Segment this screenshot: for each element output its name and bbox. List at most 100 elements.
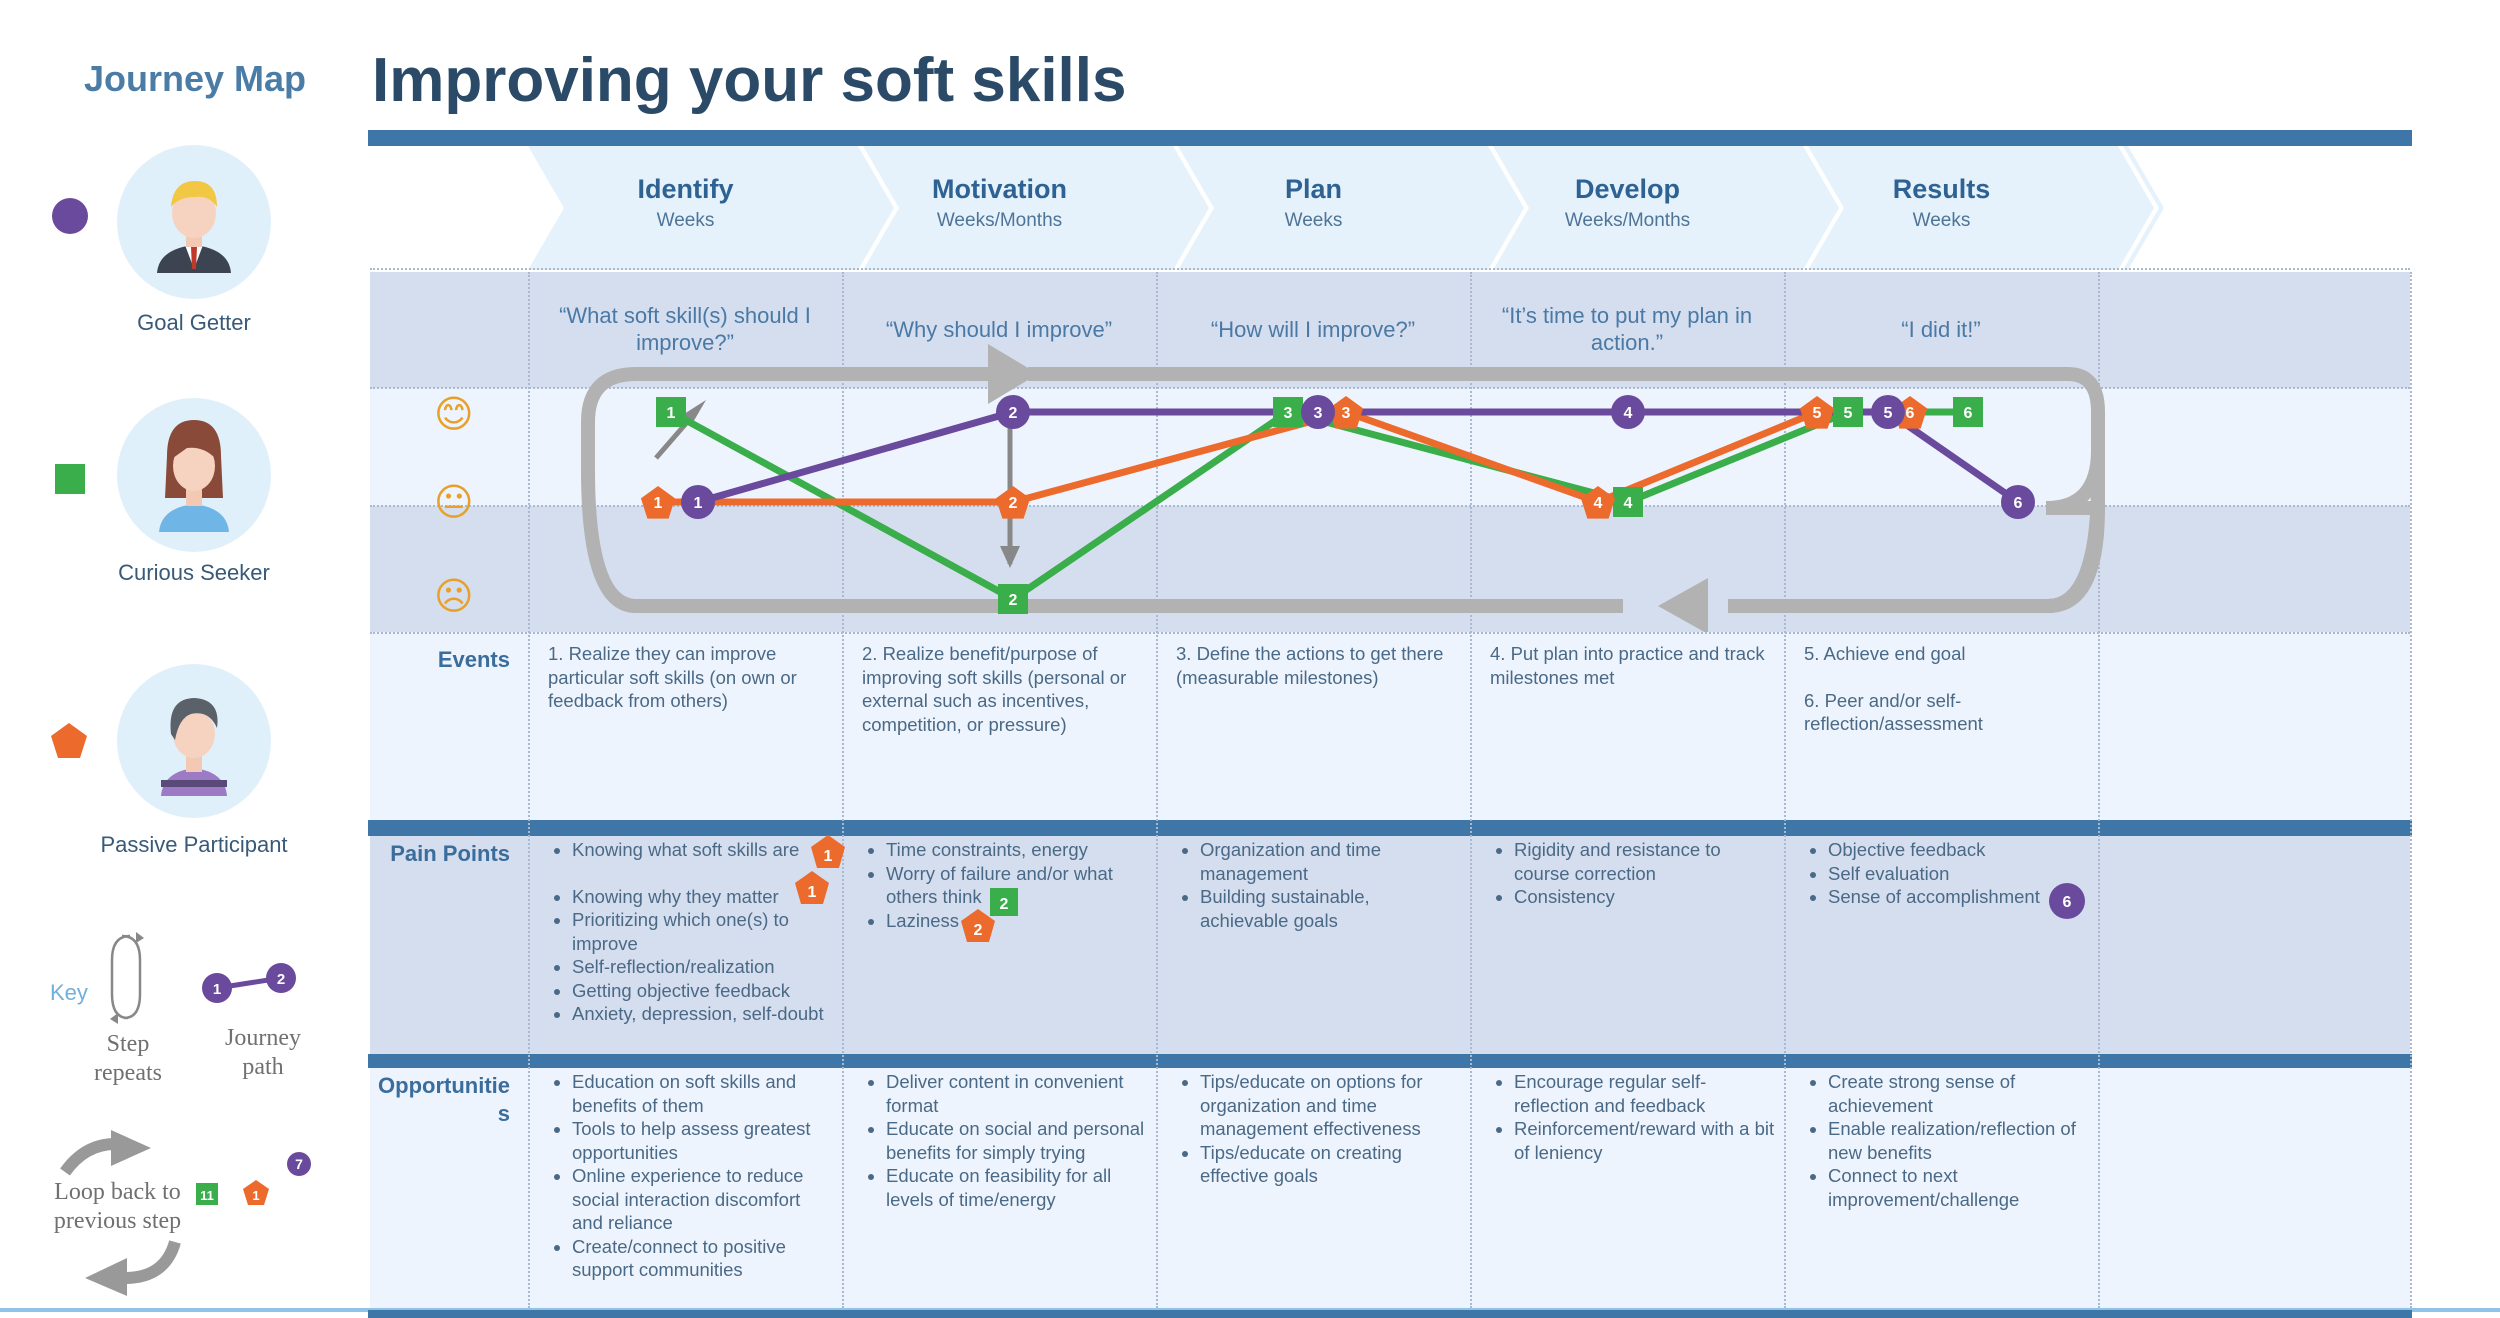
opportunity-item: Deliver content in convenient format bbox=[886, 1070, 1147, 1117]
header-divider bbox=[368, 130, 2412, 146]
goal-getter-label: Goal Getter bbox=[137, 310, 251, 335]
pain-item: Time constraints, energy bbox=[886, 838, 1147, 862]
woman-icon bbox=[159, 420, 229, 532]
grid-col-line bbox=[1470, 272, 1472, 1308]
curious-seeker-step-label: 4 bbox=[1624, 495, 1633, 512]
curious-seeker-step-label: 2 bbox=[1009, 592, 1018, 609]
opportunities-row-label: Opportunities bbox=[378, 1073, 510, 1126]
event-text: 3. Define the actions to get there (meas… bbox=[1176, 643, 1444, 688]
phase-identify-title: Identify bbox=[637, 174, 734, 204]
pain-cell-develop: Rigidity and resistance to course correc… bbox=[1490, 838, 1775, 909]
grid-col-line bbox=[2410, 272, 2412, 1308]
pain-cell-motivation: Time constraints, energy Worry of failur… bbox=[862, 838, 1147, 932]
goal-getter-step-label: 5 bbox=[1884, 405, 1893, 422]
opportunity-item: Create strong sense of achievement bbox=[1828, 1070, 2089, 1117]
key-node-1: 1 bbox=[213, 981, 221, 998]
goal-getter-step-3 bbox=[1301, 395, 1335, 429]
event-cell-identify: 1. Realize they can improve particular s… bbox=[548, 642, 833, 713]
goal-getter-step-label: 6 bbox=[2014, 495, 2023, 512]
pain-points-divider bbox=[368, 820, 2412, 836]
phase-motivation-title: Motivation bbox=[932, 174, 1067, 204]
curious-seeker-step-label: 1 bbox=[667, 405, 676, 422]
pain-badge-number: 2 bbox=[1000, 896, 1009, 913]
pain-item: Self-reflection/realization bbox=[572, 955, 833, 979]
phase-plan-duration: Weeks bbox=[1284, 210, 1343, 231]
pain-badge-passive-1: 1 bbox=[811, 835, 845, 868]
curious-seeker-avatar bbox=[117, 398, 271, 552]
loop-badge-11: 11 bbox=[200, 1188, 214, 1203]
goal-getter-step-label: 2 bbox=[1009, 405, 1018, 422]
quote-identify: “What soft skill(s) should I improve?” bbox=[559, 303, 811, 355]
businessman-icon bbox=[157, 181, 231, 273]
opportunity-cell-develop: Encourage regular self-reflection and fe… bbox=[1490, 1070, 1775, 1164]
person-icon bbox=[161, 698, 227, 796]
pain-item: Self evaluation bbox=[1828, 862, 2089, 886]
quote-motivation: “Why should I improve” bbox=[885, 317, 1113, 342]
phase-develop-title: Develop bbox=[1574, 174, 1681, 204]
phase-results-duration: Weeks bbox=[1912, 210, 1971, 231]
pain-cell-plan: Organization and time management Buildin… bbox=[1176, 838, 1461, 932]
goal-getter-step-2 bbox=[996, 395, 1030, 429]
opportunity-item: Connect to next improvement/challenge bbox=[1828, 1164, 2089, 1211]
passive-participant-marker-icon bbox=[51, 723, 87, 758]
grid-col-line bbox=[1156, 272, 1158, 1308]
phase-motivation-duration: Weeks/Months bbox=[936, 210, 1063, 231]
passive-participant-step-4 bbox=[1580, 486, 1616, 519]
pain-item: Prioritizing which one(s) to improve bbox=[572, 908, 833, 955]
quote-plan: “How will I improve?” bbox=[1210, 317, 1416, 342]
curious-seeker-step-2 bbox=[998, 584, 1028, 614]
curious-seeker-step-6 bbox=[1953, 397, 1983, 427]
pain-item: Organization and time management bbox=[1200, 838, 1461, 885]
event-text: 5. Achieve end goal bbox=[1804, 643, 1966, 664]
grid-col-line bbox=[842, 272, 844, 1308]
grid-row-line bbox=[370, 387, 2410, 389]
passive-participant-step-label: 3 bbox=[1342, 405, 1351, 422]
grid-col-line bbox=[2098, 272, 2100, 1308]
event-cell-develop: 4. Put plan into practice and track mile… bbox=[1490, 642, 1775, 689]
goal-getter-step-5 bbox=[1871, 395, 1905, 429]
step-repeats-label: Step repeats bbox=[94, 1031, 162, 1086]
journey-path-label: Journey path bbox=[225, 1025, 301, 1080]
phase-chevrons bbox=[368, 146, 2412, 270]
opportunities-divider bbox=[368, 1054, 2412, 1068]
passive-participant-step-label: 1 bbox=[654, 495, 663, 512]
grid-col-line bbox=[528, 272, 530, 1308]
sidebar-title: Journey Map bbox=[83, 58, 307, 99]
passive-participant-step-label: 6 bbox=[1906, 405, 1915, 422]
passive-participant-step-2 bbox=[995, 486, 1031, 519]
phase-identify-duration: Weeks bbox=[656, 210, 715, 231]
step-repeat-icon bbox=[110, 932, 144, 1024]
goal-getter-step-label: 3 bbox=[1314, 405, 1323, 422]
event-text: 2. Realize benefit/purpose of improving … bbox=[862, 643, 1127, 735]
curious-seeker-step-3 bbox=[1273, 397, 1303, 427]
pain-item: Consistency bbox=[1514, 885, 1775, 909]
passive-participant-step-label: 4 bbox=[1594, 495, 1603, 512]
passive-participant-step-3 bbox=[1328, 396, 1364, 429]
pain-badge-number: 2 bbox=[974, 922, 983, 939]
goal-getter-step-6 bbox=[2001, 485, 2035, 519]
opportunity-item: Tools to help assess greatest opportunit… bbox=[572, 1117, 833, 1164]
events-band bbox=[370, 632, 2410, 820]
pain-cell-results: Objective feedback Self evaluation Sense… bbox=[1804, 838, 2089, 909]
footer-divider bbox=[368, 1310, 2412, 1318]
goal-getter-marker-icon bbox=[52, 198, 88, 234]
mood-band-happy bbox=[370, 388, 2410, 506]
pain-badge-seeker-2: 2 bbox=[990, 888, 1018, 916]
phase-plan-title: Plan bbox=[1284, 174, 1343, 204]
goal-getter-step-4 bbox=[1611, 395, 1645, 429]
opportunity-item: Reinforcement/reward with a bit of lenie… bbox=[1514, 1117, 1775, 1164]
event-text: 1. Realize they can improve particular s… bbox=[548, 643, 797, 711]
event-cell-plan: 3. Define the actions to get there (meas… bbox=[1176, 642, 1461, 689]
opportunity-item: Educate on feasibility for all levels of… bbox=[886, 1164, 1147, 1211]
opportunity-item: Create/connect to positive support commu… bbox=[572, 1235, 833, 1282]
curious-seeker-label: Curious Seeker bbox=[118, 560, 270, 585]
curious-seeker-marker-icon bbox=[55, 464, 85, 494]
pain-badge-passive-2: 2 bbox=[961, 909, 995, 942]
event-cell-results: 5. Achieve end goal 6. Peer and/or self-… bbox=[1804, 642, 2089, 736]
passive-participant-label: Passive Participant bbox=[100, 832, 288, 857]
curious-seeker-step-label: 6 bbox=[1964, 405, 1973, 422]
goal-getter-avatar bbox=[117, 145, 271, 299]
goal-getter-step-label: 1 bbox=[694, 495, 703, 512]
pain-item: Objective feedback bbox=[1828, 838, 2089, 862]
curious-seeker-step-1 bbox=[656, 397, 686, 427]
